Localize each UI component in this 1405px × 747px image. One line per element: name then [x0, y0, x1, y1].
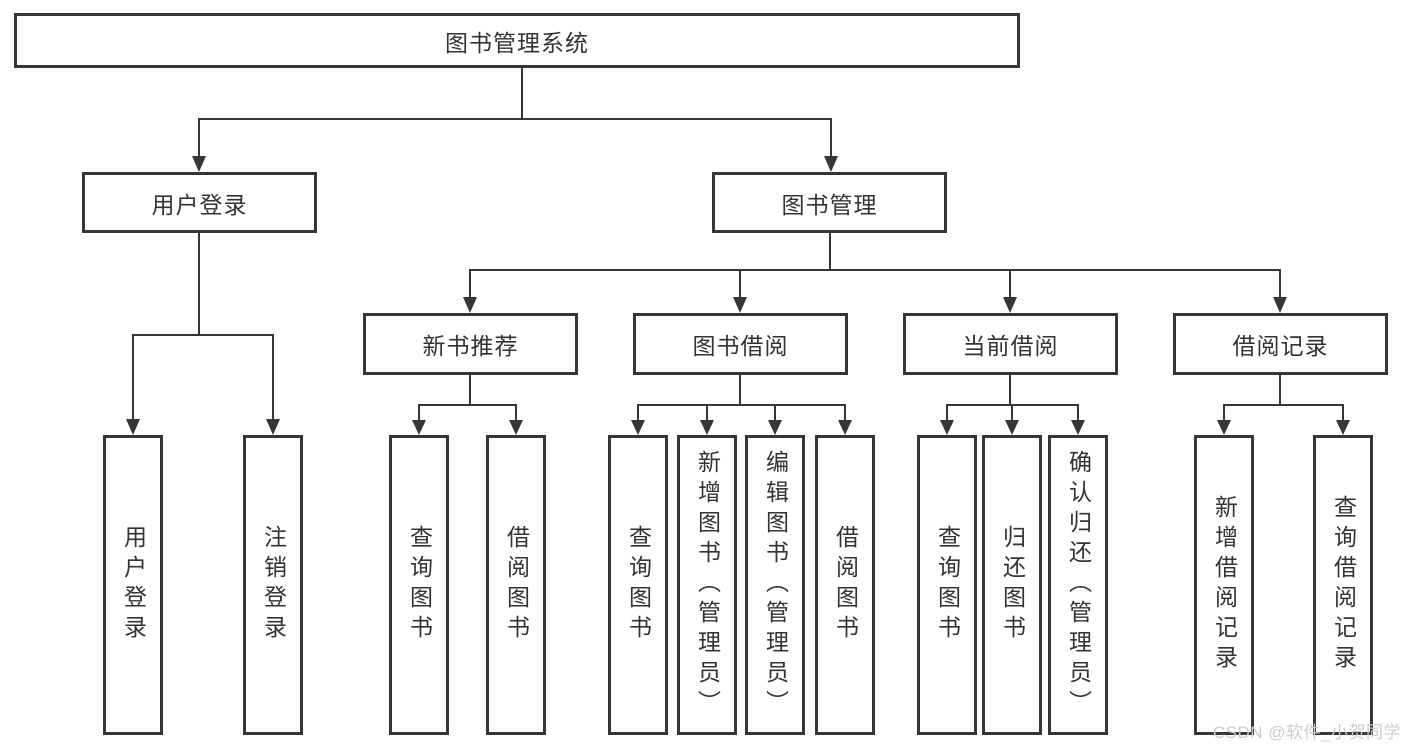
- leaf-query-borrow-record: 查询借阅记录: [1313, 435, 1373, 735]
- leaf-confirm-return-admin-label: 确认归还（管理员）: [1065, 450, 1092, 720]
- node-user-login: 用户登录: [82, 172, 317, 233]
- leaf-add-books-admin-label: 新增图书（管理员）: [694, 450, 721, 720]
- leaf-add-borrow-record: 新增借阅记录: [1194, 435, 1254, 735]
- node-book-borrow: 图书借阅: [633, 313, 848, 375]
- node-new-book-recommend-label: 新书推荐: [422, 333, 519, 359]
- node-borrow-record: 借阅记录: [1173, 313, 1388, 375]
- leaf-confirm-return-admin: 确认归还（管理员）: [1048, 435, 1108, 735]
- leaf-logout-label: 注销登录: [260, 525, 287, 645]
- node-book-management: 图书管理: [712, 172, 947, 233]
- leaf-query-books-borrow: 查询图书: [608, 435, 668, 735]
- leaf-query-books-recommend: 查询图书: [389, 435, 449, 735]
- leaf-query-books-recommend-label: 查询图书: [406, 525, 433, 645]
- leaf-borrow-books-recommend-label: 借阅图书: [503, 525, 530, 645]
- node-root: 图书管理系统: [14, 13, 1020, 68]
- node-user-login-label: 用户登录: [151, 191, 248, 218]
- leaf-borrow-books: 借阅图书: [815, 435, 875, 735]
- leaf-query-books-borrow-label: 查询图书: [625, 525, 652, 645]
- leaf-query-borrow-record-label: 查询借阅记录: [1330, 495, 1357, 675]
- leaf-add-borrow-record-label: 新增借阅记录: [1211, 495, 1238, 675]
- leaf-add-books-admin: 新增图书（管理员）: [677, 435, 737, 735]
- leaf-query-books-current-label: 查询图书: [934, 525, 961, 645]
- leaf-return-books-label: 归还图书: [999, 525, 1026, 645]
- node-borrow-record-label: 借阅记录: [1232, 333, 1329, 359]
- leaf-edit-books-admin: 编辑图书（管理员）: [745, 435, 805, 735]
- leaf-borrow-books-label: 借阅图书: [832, 525, 859, 645]
- node-book-borrow-label: 图书借阅: [692, 333, 789, 359]
- node-book-management-label: 图书管理: [781, 191, 878, 218]
- leaf-logout: 注销登录: [243, 435, 303, 735]
- leaf-borrow-books-recommend: 借阅图书: [486, 435, 546, 735]
- node-current-borrow: 当前借阅: [903, 313, 1118, 375]
- csdn-watermark: CSDN @软件_小贺同学: [1212, 723, 1401, 742]
- node-root-label: 图书管理系统: [445, 29, 589, 56]
- leaf-return-books: 归还图书: [982, 435, 1042, 735]
- leaf-user-login-label: 用户登录: [120, 525, 147, 645]
- node-new-book-recommend: 新书推荐: [363, 313, 578, 375]
- leaf-user-login: 用户登录: [103, 435, 163, 735]
- leaf-query-books-current: 查询图书: [917, 435, 977, 735]
- leaf-edit-books-admin-label: 编辑图书（管理员）: [762, 450, 789, 720]
- node-current-borrow-label: 当前借阅: [962, 333, 1059, 359]
